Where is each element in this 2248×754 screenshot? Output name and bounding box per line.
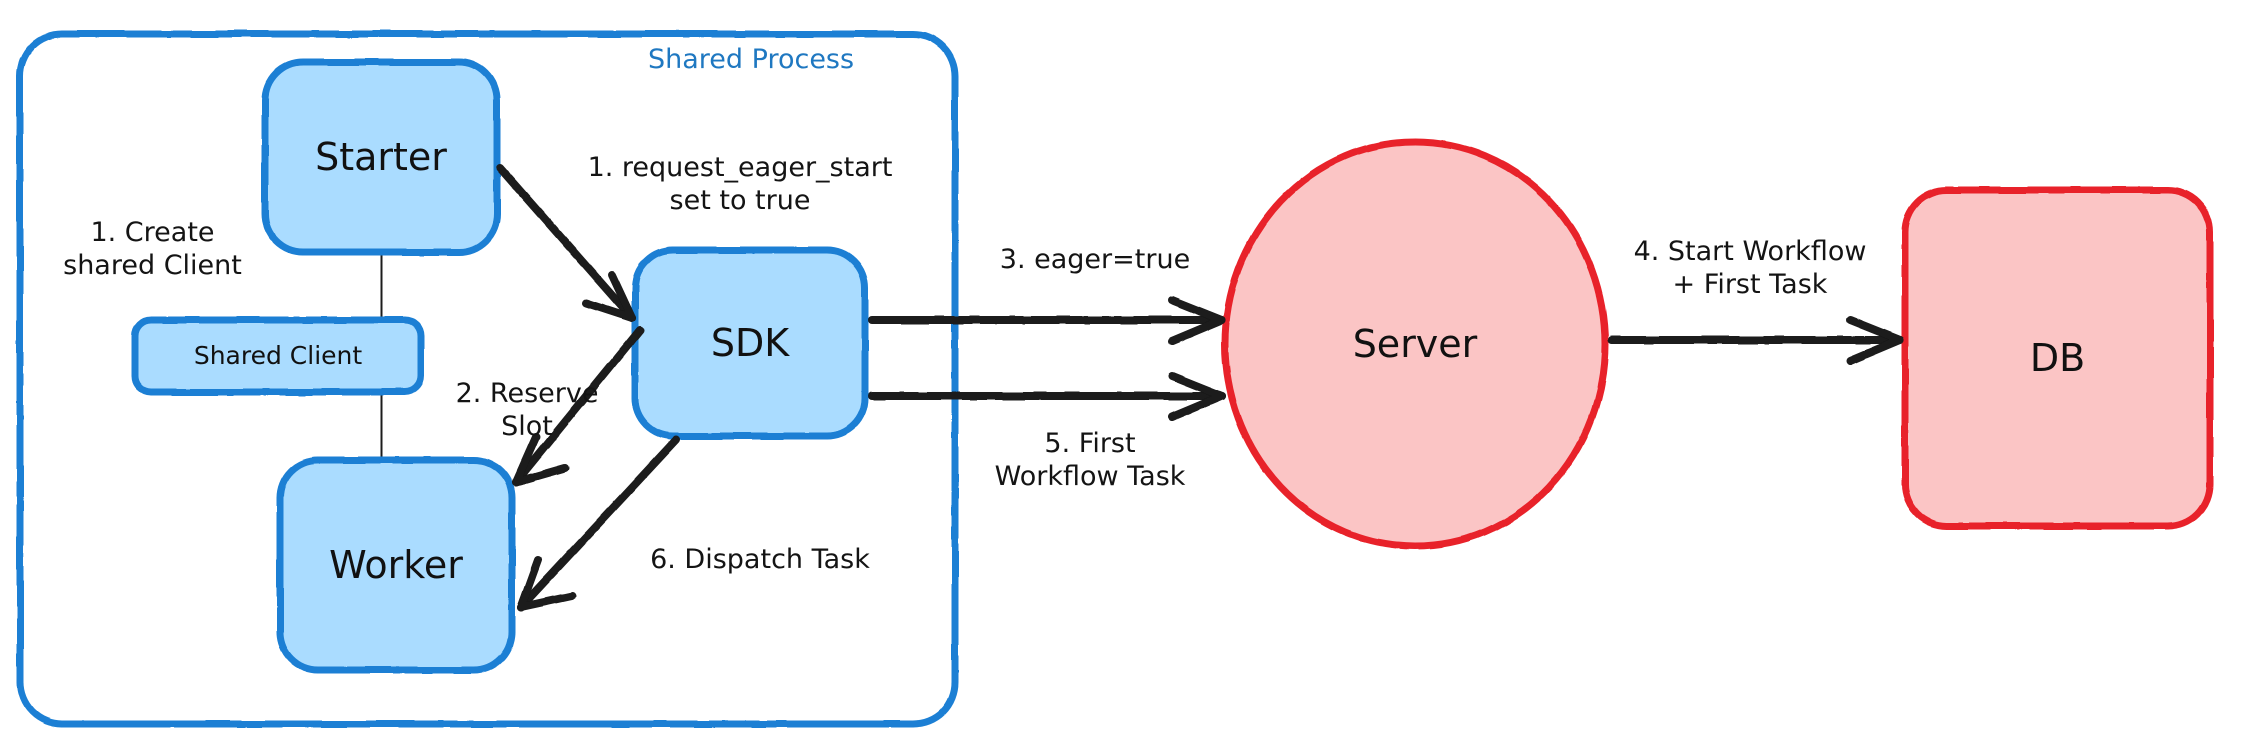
- arrow-server-to-sdk-firsttask: [868, 372, 1226, 421]
- connector-lines: [377, 248, 386, 466]
- node-db[interactable]: [1901, 186, 2214, 530]
- shared-process-container: [16, 30, 959, 728]
- node-sdk[interactable]: [631, 246, 869, 440]
- node-worker[interactable]: [276, 456, 516, 674]
- arrow-starter-to-sdk: [496, 164, 636, 322]
- node-starter[interactable]: [261, 58, 501, 256]
- arrow-sdk-to-server-eager: [868, 296, 1226, 345]
- arrow-sdk-to-worker-dispatch: [517, 436, 680, 611]
- arrow-sdk-to-worker-reserve: [512, 326, 644, 486]
- arrow-server-to-db: [1608, 316, 1904, 365]
- node-shared-client[interactable]: [131, 316, 425, 396]
- node-server[interactable]: [1221, 138, 1609, 550]
